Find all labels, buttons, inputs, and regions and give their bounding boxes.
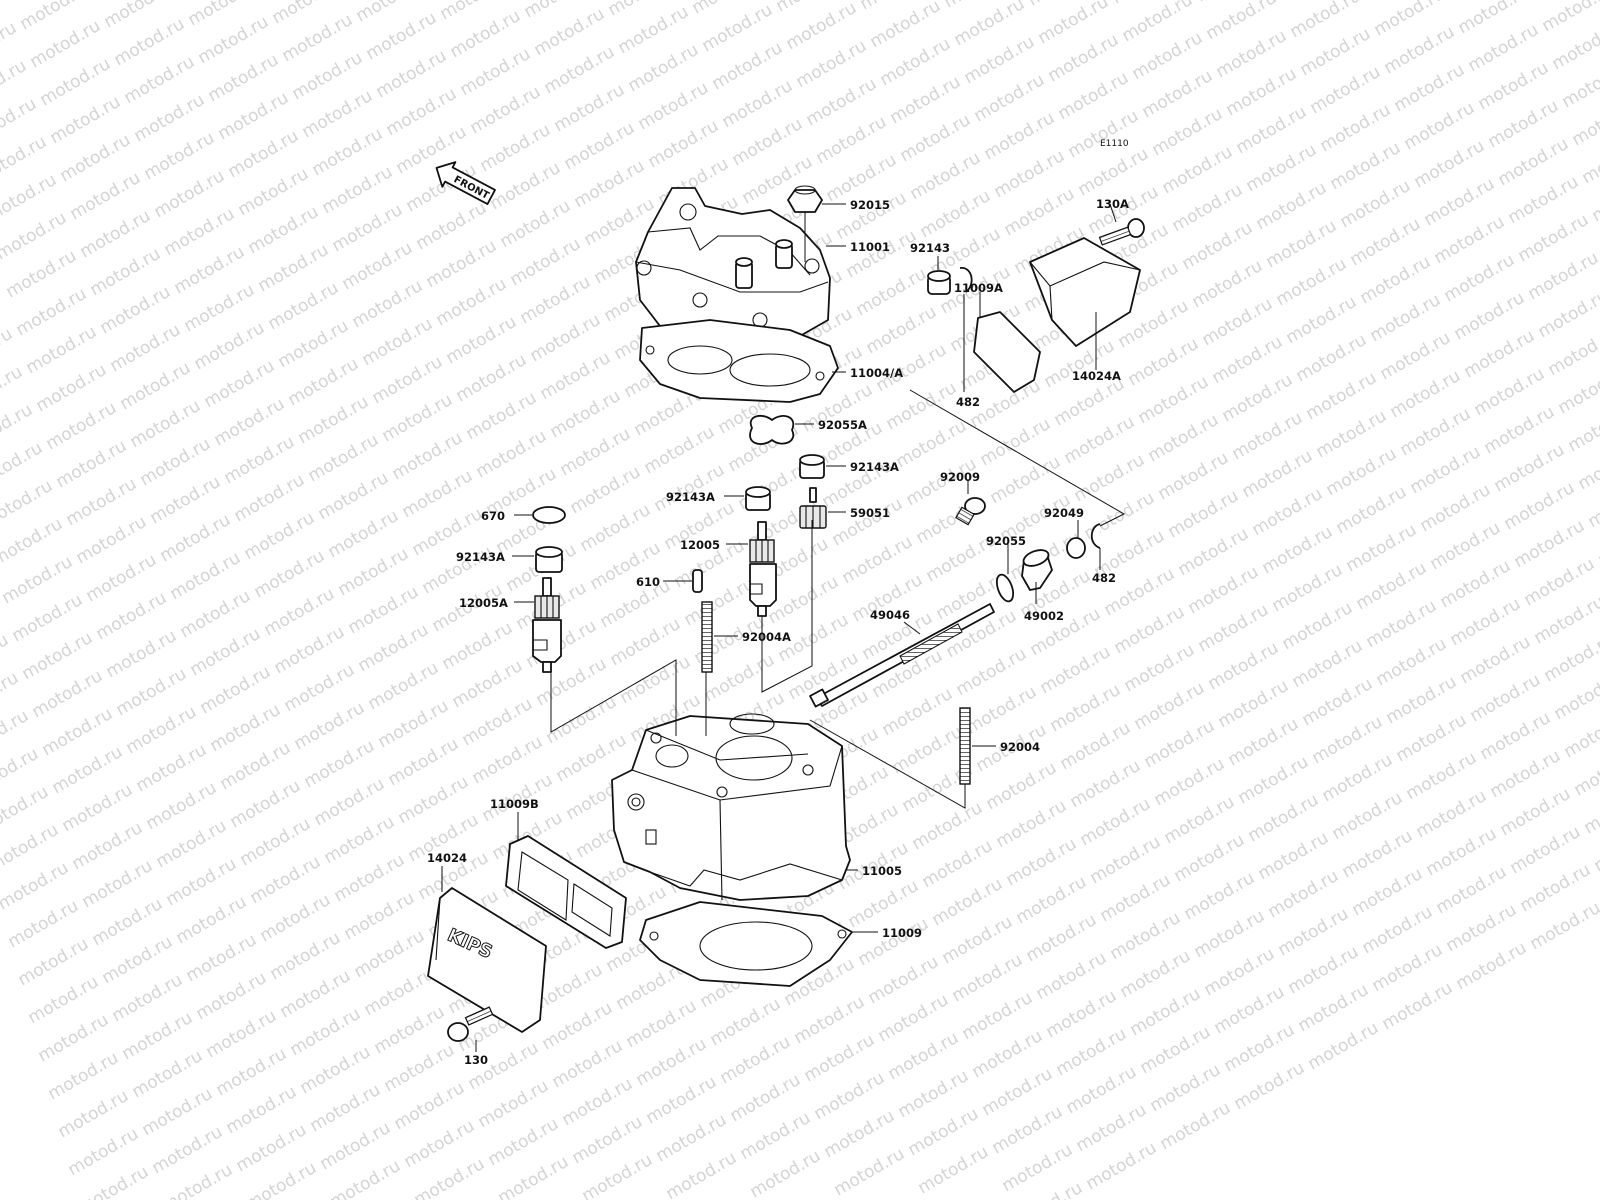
- label-11009: 11009: [882, 926, 922, 940]
- label-482-bottom: 482: [1092, 571, 1116, 585]
- cylinder-part: [612, 714, 850, 900]
- label-670: 670: [481, 509, 505, 523]
- label-12005A: 12005A: [459, 596, 508, 610]
- label-92143: 92143: [910, 241, 950, 255]
- label-92015: 92015: [850, 198, 890, 212]
- label-92143A-right: 92143A: [850, 460, 899, 474]
- collar-92143A-right-part: [800, 455, 824, 478]
- oring-670-part: [533, 507, 565, 523]
- watermark-text: motod.ru: [1539, 0, 1600, 36]
- seal-92049-part: [1067, 538, 1085, 558]
- label-11009A: 11009A: [954, 281, 1003, 295]
- label-11009B: 11009B: [490, 797, 539, 811]
- label-59051: 59051: [850, 506, 890, 520]
- label-92143A-left: 92143A: [456, 550, 505, 564]
- label-482-top: 482: [956, 395, 980, 409]
- label-12005: 12005: [680, 538, 720, 552]
- nut-92015-part: [788, 186, 822, 212]
- label-11005: 11005: [862, 864, 902, 878]
- stud-92004A-part: [702, 602, 712, 672]
- holder-49002-part: [1021, 547, 1052, 590]
- label-14024: 14024: [427, 851, 467, 865]
- oring-92055A-part: [750, 416, 793, 444]
- label-92004A: 92004A: [742, 630, 791, 644]
- label-92049: 92049: [1044, 506, 1084, 520]
- label-92143A-mid: 92143A: [666, 490, 715, 504]
- label-49002: 49002: [1024, 609, 1064, 623]
- label-49046: 49046: [870, 608, 910, 622]
- collar-92143A-mid-part: [746, 487, 770, 510]
- collar-92143-part: [928, 271, 950, 294]
- label-14024A: 14024A: [1072, 369, 1121, 383]
- label-92009: 92009: [940, 470, 980, 484]
- stud-92004-part: [960, 708, 970, 784]
- label-610: 610: [636, 575, 660, 589]
- label-11004A: 11004/A: [850, 366, 903, 380]
- diagram-code: E1110: [1100, 139, 1129, 149]
- label-92055A: 92055A: [818, 418, 867, 432]
- bolt-92009-part: [956, 498, 985, 525]
- collar-92143A-left-part: [536, 547, 562, 572]
- label-92055: 92055: [986, 534, 1026, 548]
- label-130A: 130A: [1096, 197, 1129, 211]
- pin-610-part: [693, 570, 702, 592]
- label-130: 130: [464, 1053, 488, 1067]
- label-11001: 11001: [850, 240, 890, 254]
- label-92004: 92004: [1000, 740, 1040, 754]
